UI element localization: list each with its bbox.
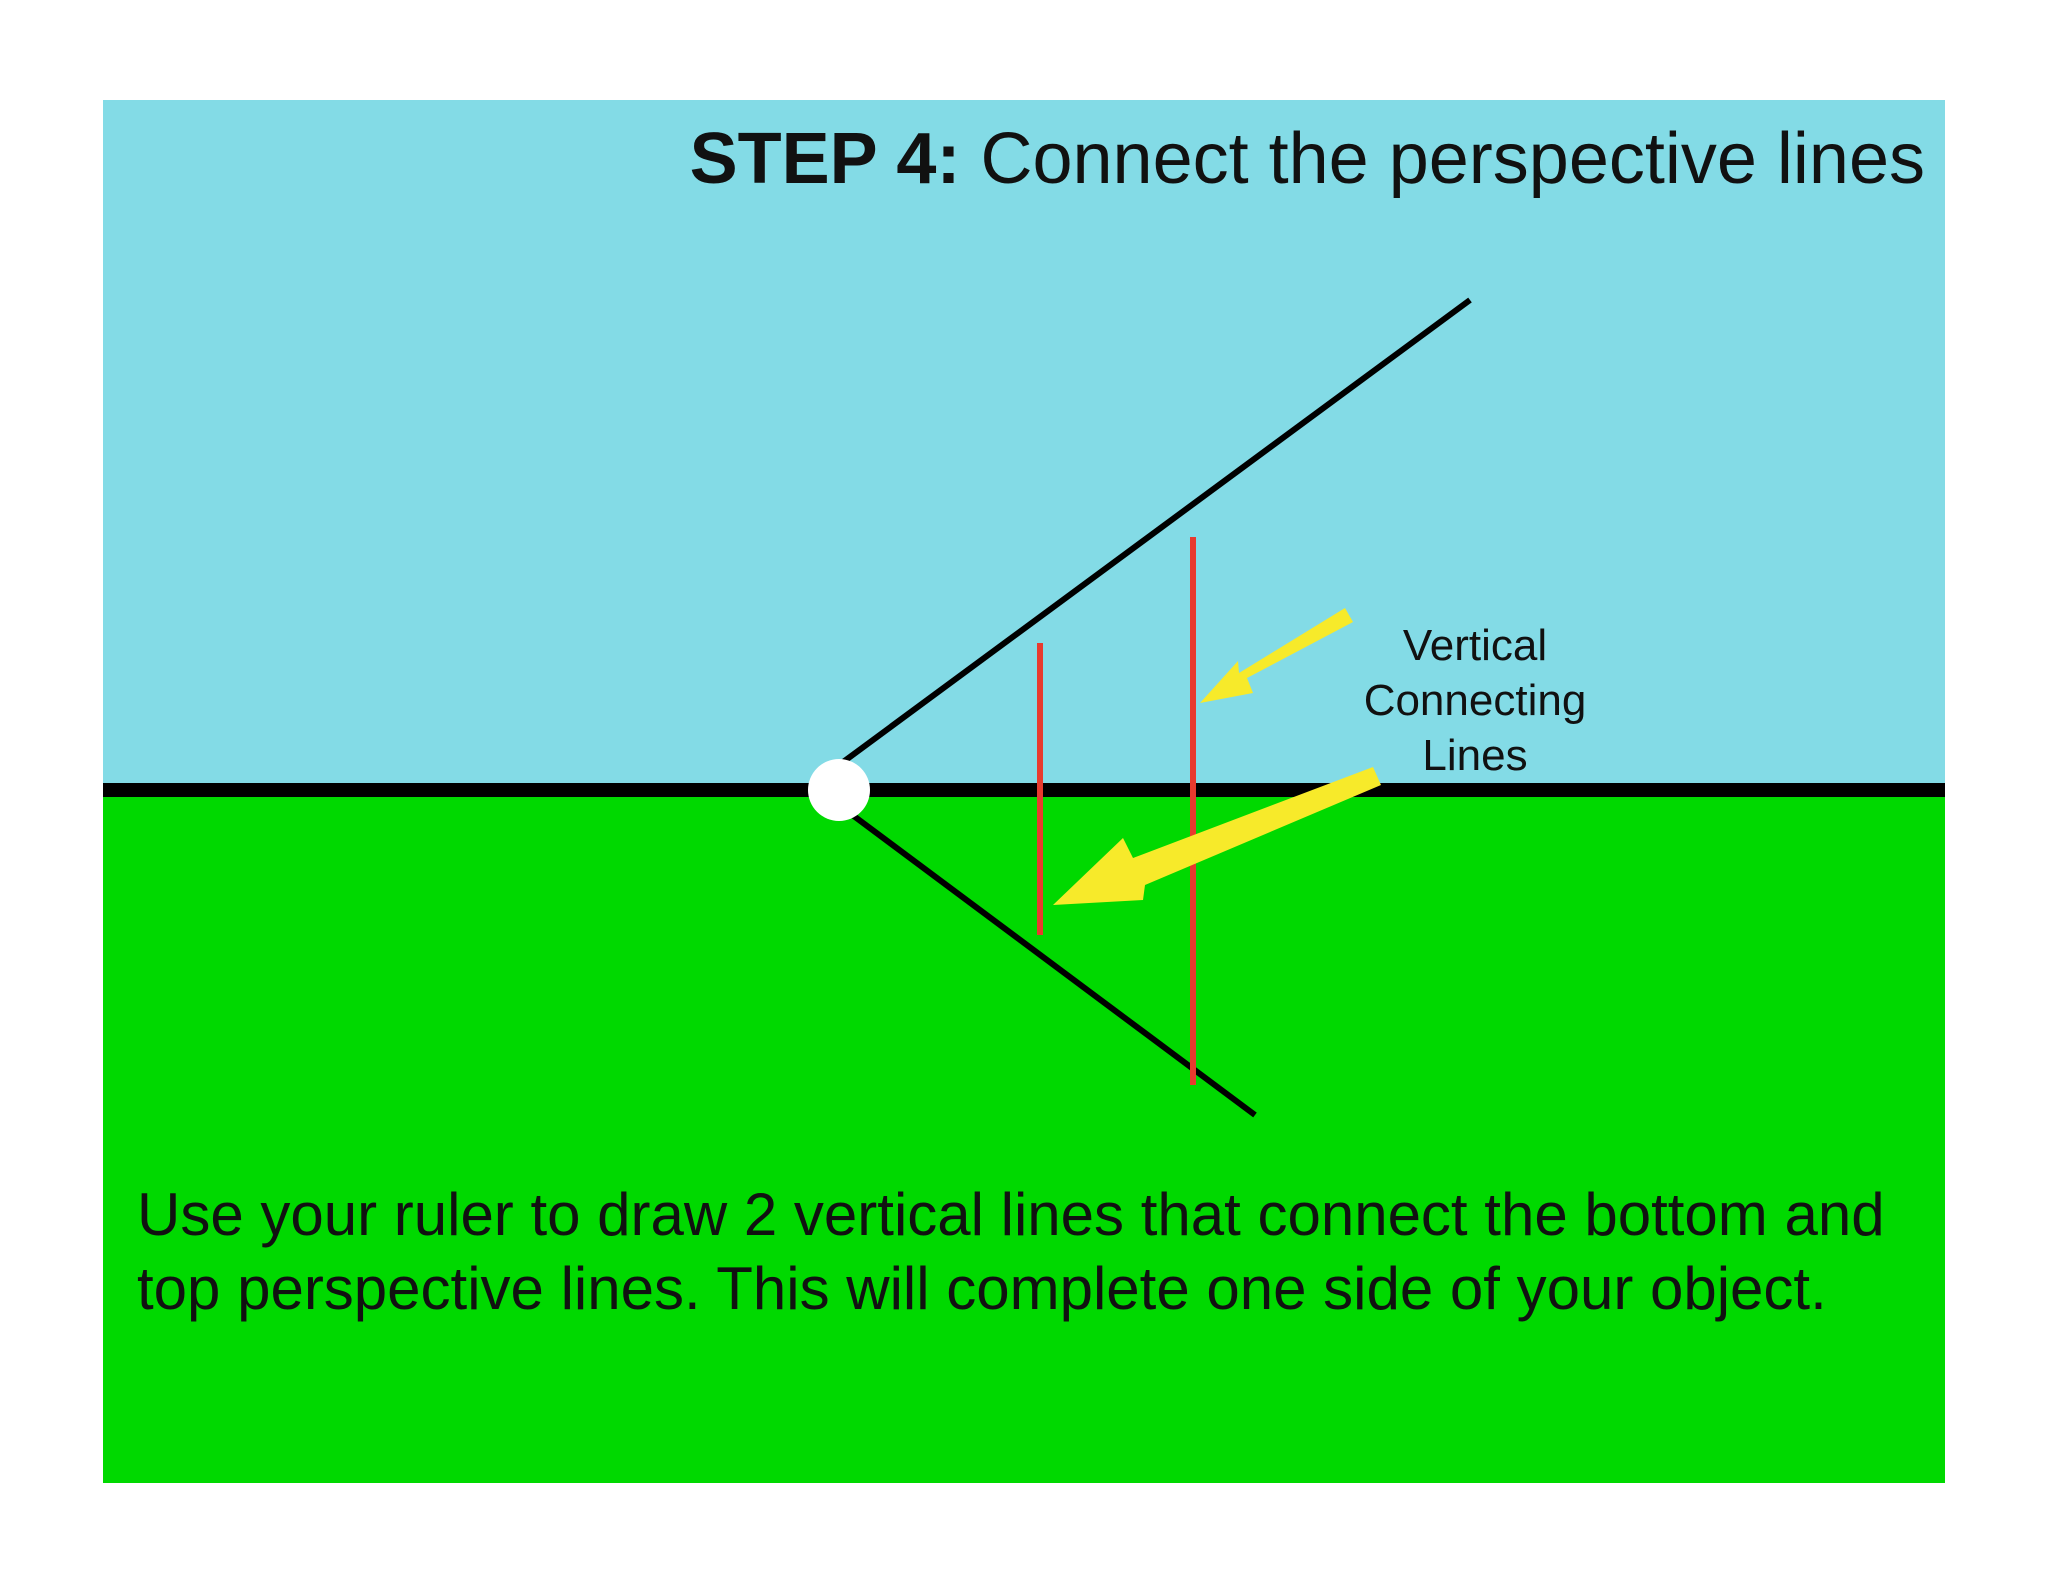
step-label: STEP 4: xyxy=(689,119,961,199)
sky-area xyxy=(103,100,1945,790)
callout-line-2: Connecting xyxy=(1363,676,1587,725)
slide: STEP 4: Connect the perspective lines Ve… xyxy=(103,100,1945,1483)
upper-arrow xyxy=(1200,608,1353,703)
vanishing-point xyxy=(808,759,870,821)
slide-title: STEP 4: Connect the perspective lines xyxy=(690,118,1925,201)
perspective-drawing xyxy=(103,297,1945,1118)
instructions-text: Use your ruler to draw 2 vertical lines … xyxy=(137,1181,1885,1322)
bottom-perspective-line xyxy=(837,802,1257,1118)
callout-line-1: Vertical xyxy=(1402,621,1548,670)
top-perspective-line xyxy=(837,297,1472,768)
callout-line-3: Lines xyxy=(1422,731,1528,780)
lower-arrow xyxy=(1053,767,1381,905)
ground-area xyxy=(103,790,1945,1483)
arrow-callout-label: Vertical Connecting Lines xyxy=(1325,618,1625,783)
title-text: Connect the perspective lines xyxy=(980,119,1925,199)
